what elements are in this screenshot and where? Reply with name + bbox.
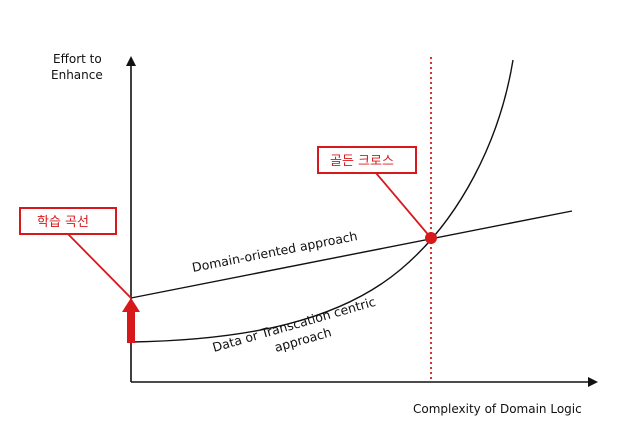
y-axis-label-line1: Effort to bbox=[53, 52, 102, 66]
domain-oriented-label: Domain-oriented approach bbox=[191, 228, 359, 275]
learning-curve-callout-label: 학습 곡선 bbox=[37, 215, 89, 230]
y-axis-label-line2: Enhance bbox=[51, 68, 103, 82]
x-axis-label: Complexity of Domain Logic bbox=[413, 402, 582, 416]
learning-curve-pointer bbox=[67, 233, 132, 299]
golden-cross-callout-label: 골든 크로스 bbox=[330, 154, 394, 169]
domain-oriented-line bbox=[130, 210, 573, 299]
golden-cross-callout-box bbox=[317, 146, 417, 174]
learning-curve-arrow-shaft bbox=[127, 305, 135, 343]
learning-curve-arrow-head bbox=[122, 298, 140, 312]
data-centric-curve bbox=[130, 59, 514, 343]
golden-cross-point bbox=[425, 232, 437, 244]
golden-cross-pointer bbox=[375, 172, 432, 239]
